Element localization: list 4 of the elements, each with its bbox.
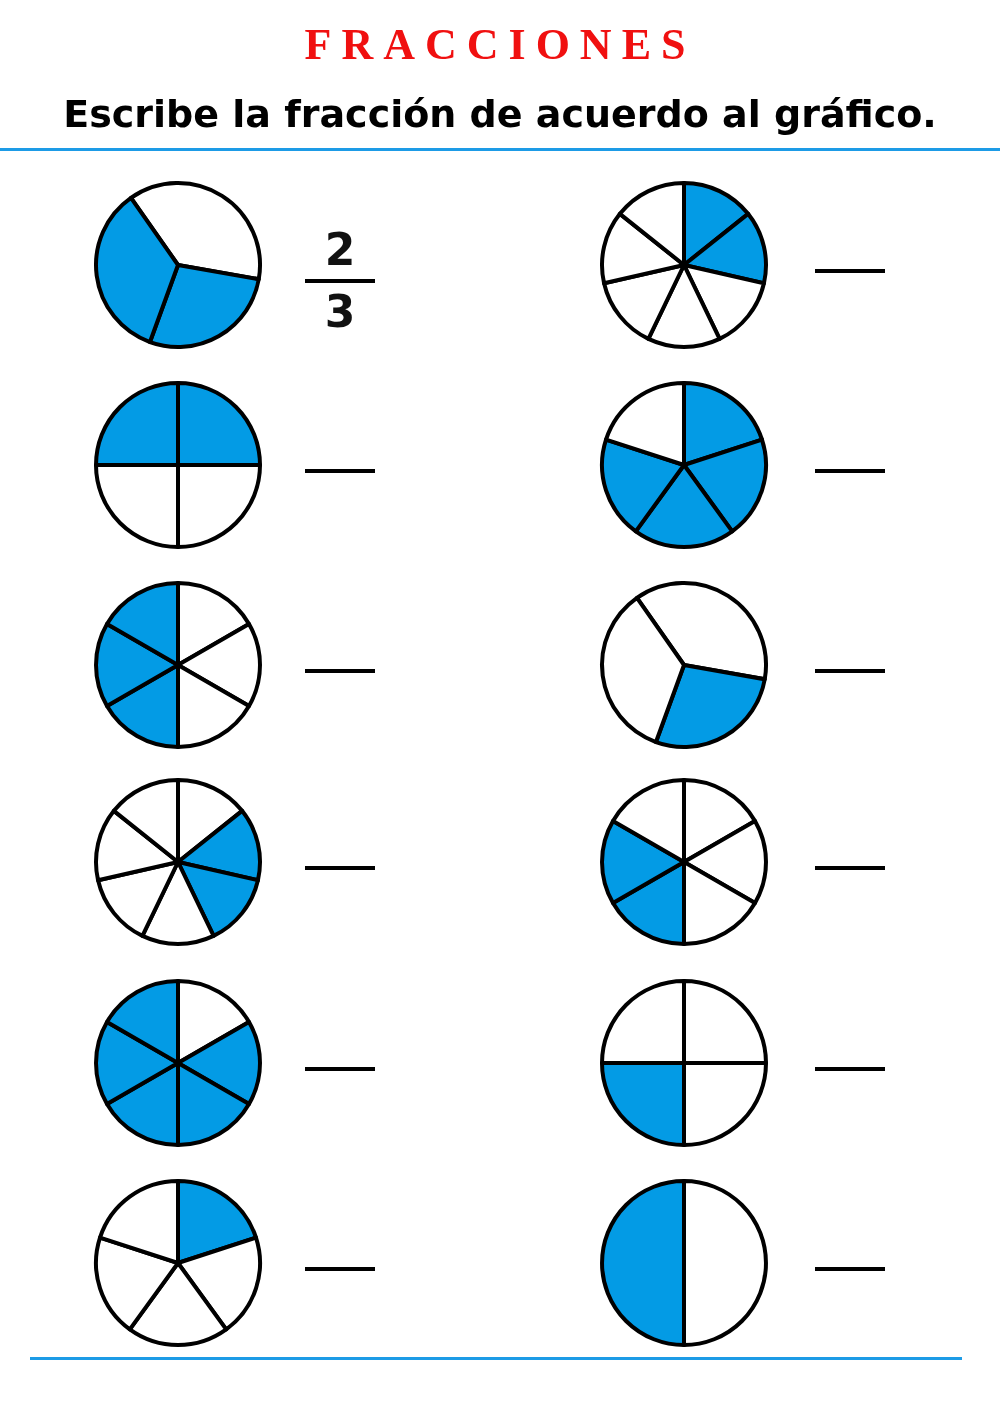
instruction-text: Escribe la fracción de acuerdo al gráfico. <box>62 91 938 138</box>
title: FRACCIONES <box>303 19 697 71</box>
denominator: 3 <box>323 288 357 336</box>
numerator: 2 <box>323 226 357 274</box>
